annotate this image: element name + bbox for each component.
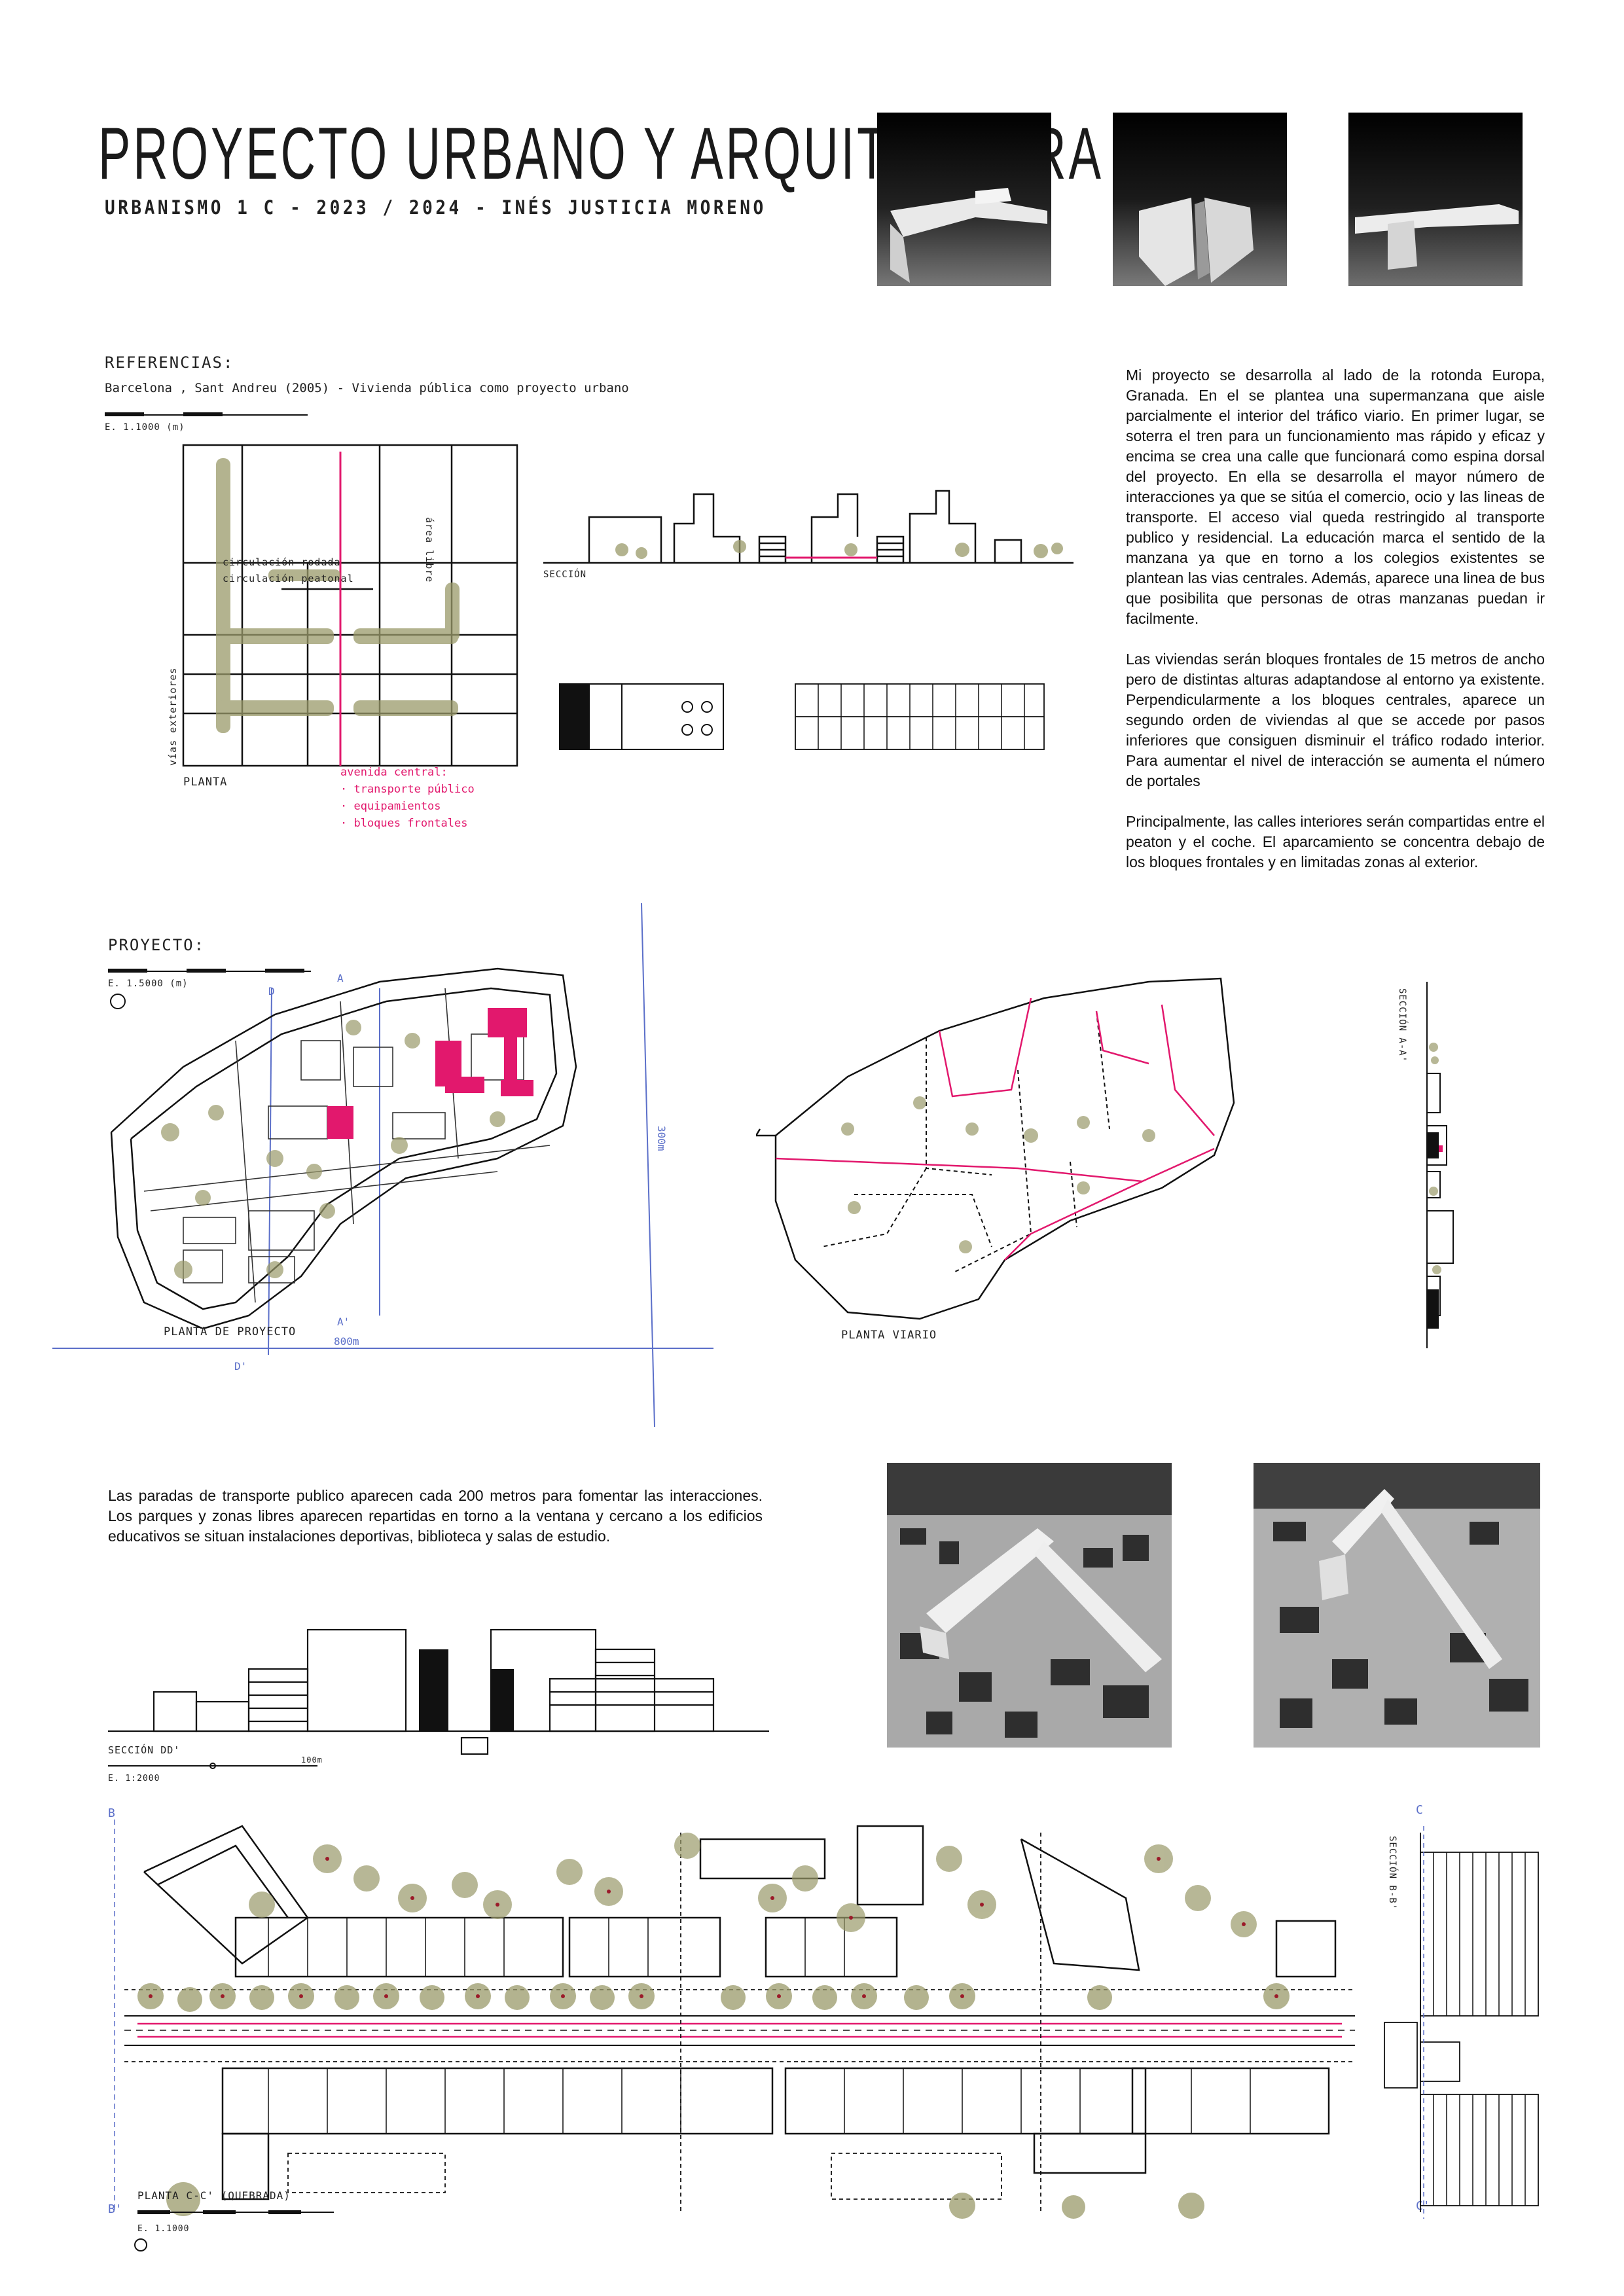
plan-cc-scale-bar xyxy=(137,2207,347,2216)
references-case-study: Barcelona , Sant Andreu (2005) - Viviend… xyxy=(105,381,629,395)
project-scale-bar xyxy=(108,962,317,975)
project-dim-horizontal: 800m xyxy=(334,1335,359,1348)
transport-description: Las paradas de transporte publico aparec… xyxy=(108,1487,763,1545)
plan-cc-scale: E. 1.1000 xyxy=(137,2224,190,2234)
project-scale: E. 1.5000 (m) xyxy=(108,978,189,989)
reference-section-drawing xyxy=(543,478,1074,569)
section-dd-scale-end: 100m xyxy=(301,1755,323,1765)
project-dim-vertical: 300m xyxy=(655,1126,668,1151)
reference-plan-drawing xyxy=(177,439,530,779)
legend-central: avenida central: xyxy=(340,766,448,779)
page-subtitle: URBANISMO 1 C - 2023 / 2024 - INÉS JUSTI… xyxy=(105,196,767,219)
plan-cc-drawing xyxy=(111,1820,1355,2225)
ref-annotation-green: área libre xyxy=(424,517,435,583)
ref-annotation-exterior-roads: vías exteriores xyxy=(167,667,179,766)
section-bb-drawing xyxy=(1375,1826,1545,2219)
north-arrow-icon xyxy=(110,994,126,1009)
section-dd-label: SECCIÓN DD' xyxy=(108,1744,181,1756)
section-aa-drawing xyxy=(1407,982,1466,1348)
reference-section-label: SECCIÓN xyxy=(543,569,587,580)
legend-item-blocks: · bloques frontales xyxy=(340,817,468,830)
section-dd-scale: E. 1:2000 xyxy=(108,1774,160,1784)
project-guide-lines xyxy=(52,897,720,1433)
model-photo-3 xyxy=(1348,113,1523,286)
marker-a: A xyxy=(337,972,344,984)
section-dd-drawing xyxy=(108,1623,776,1761)
marker-b: B xyxy=(108,1806,115,1820)
legend-item-transport: · transporte público xyxy=(340,783,475,796)
reference-dwelling-plan-2 xyxy=(792,681,1047,753)
marker-b-prime: B' xyxy=(108,2202,122,2216)
reference-dwelling-plan-1 xyxy=(556,681,727,753)
road-plan-label: PLANTA VIARIO xyxy=(841,1329,937,1342)
marker-a-prime: A' xyxy=(337,1316,350,1328)
ref-annotation-restricted: circulación rodada xyxy=(223,556,341,568)
legend-item-facilities: · equipamientos xyxy=(340,800,441,813)
road-plan-drawing xyxy=(756,972,1240,1325)
marker-d: D xyxy=(268,985,275,997)
references-scale: E. 1.1000 (m) xyxy=(105,422,185,433)
ref-annotation-pedestrian: circulación peatonal xyxy=(223,573,354,584)
page-title: PROYECTO URBANO Y ARQUITECTURA xyxy=(98,113,1104,194)
project-plan-drawing xyxy=(105,962,615,1329)
project-heading: PROYECTO: xyxy=(108,936,206,954)
model-photo-1 xyxy=(877,113,1051,286)
section-aa-label: SECCIÓN A-A' xyxy=(1397,988,1407,1063)
aerial-model-photo-2 xyxy=(1254,1463,1540,1748)
plan-cc-label: PLANTA C-C' (QUEBRADA) xyxy=(137,2189,291,2202)
north-arrow-icon-2 xyxy=(134,2238,147,2251)
reference-plan-label: PLANTA xyxy=(183,776,228,789)
description-paragraph-2: Las viviendas serán bloques frontales de… xyxy=(1126,651,1545,789)
description-paragraph-3: Principalmente, las calles interiores se… xyxy=(1126,813,1545,870)
marker-c: C xyxy=(1416,1803,1423,1817)
project-description: Mi proyecto se desarrolla al lado de la … xyxy=(1126,365,1545,893)
references-heading: REFERENCIAS: xyxy=(105,353,234,372)
project-plan-label: PLANTA DE PROYECTO xyxy=(164,1325,297,1338)
section-dd-scale-bar xyxy=(108,1761,331,1770)
aerial-model-photo-1 xyxy=(887,1463,1172,1748)
model-photo-2 xyxy=(1113,113,1287,286)
description-paragraph-1: Mi proyecto se desarrolla al lado de la … xyxy=(1126,367,1545,627)
references-scale-bar xyxy=(105,406,314,419)
marker-d-prime: D' xyxy=(234,1360,247,1372)
